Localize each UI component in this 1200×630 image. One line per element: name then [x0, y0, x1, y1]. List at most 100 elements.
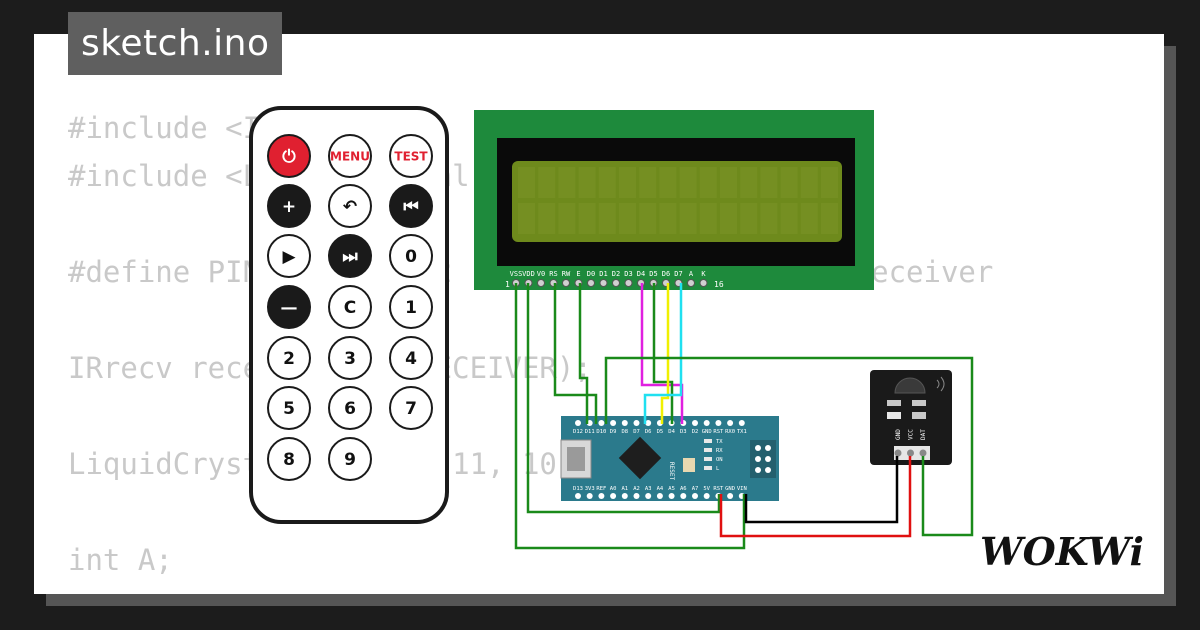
lcd-pin-label: D5 [649, 270, 657, 278]
remote-button[interactable]: 0 [389, 234, 433, 278]
top-pin[interactable] [703, 420, 710, 426]
reset-button[interactable] [683, 458, 695, 472]
top-pin-label: D5 [657, 429, 664, 435]
status-led-label: L [716, 466, 720, 472]
remote-button[interactable]: TEST [389, 134, 433, 178]
reset-label: RESET [668, 462, 675, 480]
remote-button-label: 0 [405, 247, 417, 267]
remote-button[interactable]: ⏻ [267, 134, 311, 178]
lcd-pin-label: RS [549, 270, 557, 278]
bottom-pin[interactable] [645, 493, 652, 499]
wire-ir-dat [604, 356, 974, 537]
remote-button-label: — [281, 298, 298, 318]
remote-button[interactable]: 8 [267, 437, 311, 481]
bottom-pin[interactable] [586, 493, 593, 499]
remote-button[interactable]: 4 [389, 336, 433, 380]
remote-button[interactable]: ▶ [267, 234, 311, 278]
lcd-cell [760, 167, 778, 198]
remote-button-label: 8 [283, 450, 295, 470]
lcd-pin[interactable] [699, 279, 708, 287]
lcd-pin[interactable] [687, 279, 695, 287]
wire-lcd-d6 [660, 283, 670, 424]
bottom-pin-label: A6 [680, 486, 687, 492]
bottom-pin-label: A0 [610, 486, 617, 492]
lcd-cell [659, 167, 677, 198]
remote-button-face [328, 134, 372, 178]
wire-lcd-e [578, 283, 589, 424]
top-pin-label: D3 [680, 429, 687, 435]
wire-lcd-d4 [640, 283, 684, 424]
remote-button[interactable]: 9 [328, 437, 372, 481]
top-pin[interactable] [610, 420, 617, 426]
lcd-pin[interactable] [624, 279, 633, 287]
remote-button[interactable]: 7 [389, 386, 433, 430]
signal-waves-icon [936, 376, 945, 392]
lcd-pin[interactable] [587, 279, 595, 287]
bottom-pin[interactable] [610, 493, 617, 499]
bottom-pin-label: D13 [573, 486, 583, 492]
bottom-pin[interactable] [727, 493, 734, 499]
top-pin[interactable] [727, 420, 734, 426]
lcd-pin-label: VSS [510, 270, 523, 278]
lcd-cell [538, 167, 556, 198]
remote-button[interactable]: ↶ [328, 184, 372, 228]
remote-button[interactable]: 3 [328, 336, 372, 380]
remote-button[interactable]: ⏭ [328, 234, 372, 278]
bottom-pin[interactable] [633, 493, 640, 499]
remote-button[interactable]: ⏮ [389, 184, 433, 228]
remote-button[interactable]: 2 [267, 336, 311, 380]
lcd-pin-label: A [689, 270, 694, 278]
lcd-pin-label: E [576, 270, 580, 278]
smd-resistor [912, 400, 926, 406]
remote-button[interactable]: C [328, 285, 372, 329]
remote-button-label: 4 [405, 349, 417, 369]
bottom-pin[interactable] [656, 493, 663, 499]
bottom-pin[interactable] [668, 493, 675, 499]
top-pin[interactable] [692, 420, 698, 426]
bottom-pin[interactable] [598, 493, 605, 499]
wire-lcd-vss-gnd [514, 283, 746, 550]
top-pin-label: D10 [596, 429, 606, 435]
bottom-pin[interactable] [575, 493, 581, 499]
lcd-pin[interactable] [599, 279, 608, 287]
top-pin[interactable] [715, 420, 722, 426]
top-pin[interactable] [645, 420, 652, 426]
remote-button[interactable]: MENU [328, 134, 372, 178]
ir-pin[interactable] [894, 449, 902, 457]
lcd-cell [821, 167, 838, 198]
remote-button[interactable]: 6 [328, 386, 372, 430]
lcd-pin[interactable] [612, 279, 620, 287]
lcd-cell [720, 203, 737, 234]
top-pin[interactable] [598, 420, 605, 426]
bottom-pin-label: 3V3 [585, 486, 595, 492]
remote-button[interactable]: 1 [389, 285, 433, 329]
bottom-pin[interactable] [703, 493, 710, 499]
ir-pin[interactable] [919, 449, 927, 457]
lcd-pin-label: D1 [599, 270, 607, 278]
lcd-cell [800, 203, 818, 234]
remote-button[interactable]: + [267, 184, 311, 228]
remote-button[interactable]: — [267, 285, 311, 329]
bottom-pin[interactable] [680, 493, 687, 499]
top-pin[interactable] [633, 420, 640, 426]
remote-button-face [389, 234, 433, 278]
top-pin[interactable] [621, 420, 628, 426]
top-pin-label: D2 [692, 429, 699, 435]
lcd-pin[interactable] [537, 279, 545, 287]
top-pin[interactable] [575, 420, 581, 426]
lcd-pin-label: V0 [537, 270, 545, 278]
lcd-pin-label: D0 [587, 270, 595, 278]
lcd-cell [558, 203, 576, 234]
smd-resistor [887, 400, 901, 406]
remote-button[interactable]: 5 [267, 386, 311, 430]
lcd-pin-label: D2 [612, 270, 620, 278]
bottom-pin[interactable] [692, 493, 698, 499]
bottom-pin[interactable] [621, 493, 628, 499]
ir-pin[interactable] [907, 449, 914, 457]
top-pin[interactable] [738, 420, 745, 426]
lcd-pin[interactable] [562, 279, 570, 287]
